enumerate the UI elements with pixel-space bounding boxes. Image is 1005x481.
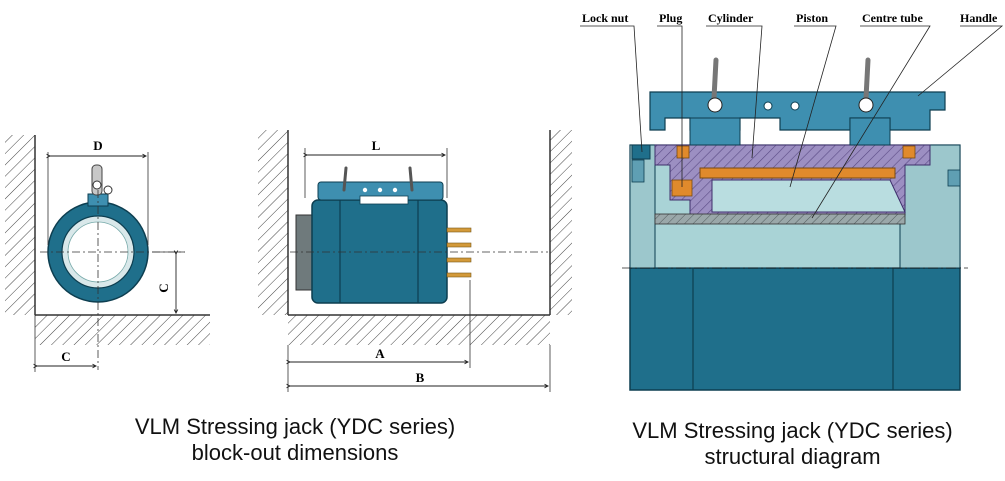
leader-lines [580, 25, 1004, 219]
jack-body-side [311, 199, 448, 304]
wall-hatch-left [5, 135, 35, 315]
floor-hatch-middle [288, 315, 550, 345]
dim-label-c-vertical: C [156, 283, 171, 292]
side-view: L A B [258, 130, 572, 392]
caption-left-line1: VLM Stressing jack (YDC series) [134, 414, 456, 439]
label-plug: Plug [659, 11, 682, 25]
label-centre-tube: Centre tube [862, 11, 923, 25]
dim-label-a: A [375, 346, 385, 361]
cylinder-body-lower [629, 267, 961, 391]
piston [711, 179, 906, 213]
dim-label-c-horizontal: C [61, 349, 70, 364]
dim-label-b: B [416, 370, 425, 385]
dim-label-l: L [372, 138, 381, 153]
centre-tube [654, 213, 906, 225]
piston-seal [699, 167, 896, 179]
caption-right-line2: structural diagram [704, 444, 881, 469]
dim-label-d: D [93, 138, 102, 153]
handle-end-view [91, 164, 103, 196]
wall-hatch-middle-right [550, 130, 572, 315]
lock-nut [631, 144, 651, 160]
label-handle: Handle [960, 11, 998, 25]
strand-ends [446, 227, 472, 278]
floor-hatch-left [35, 315, 210, 345]
label-lock-nut: Lock nut [582, 11, 628, 25]
caption-block-out: VLM Stressing jack (YDC series) block-ou… [60, 414, 530, 466]
caption-left-line2: block-out dimensions [191, 440, 399, 465]
structural-view: Lock nut Plug Cylinder Piston Centre tub… [580, 11, 1004, 391]
caption-structural: VLM Stressing jack (YDC series) structur… [585, 418, 1000, 470]
label-cylinder: Cylinder [708, 11, 754, 25]
end-view: D C C [5, 135, 210, 372]
label-piston: Piston [796, 11, 828, 25]
caption-right-line1: VLM Stressing jack (YDC series) [632, 418, 953, 443]
wall-hatch-middle-left [258, 130, 288, 315]
